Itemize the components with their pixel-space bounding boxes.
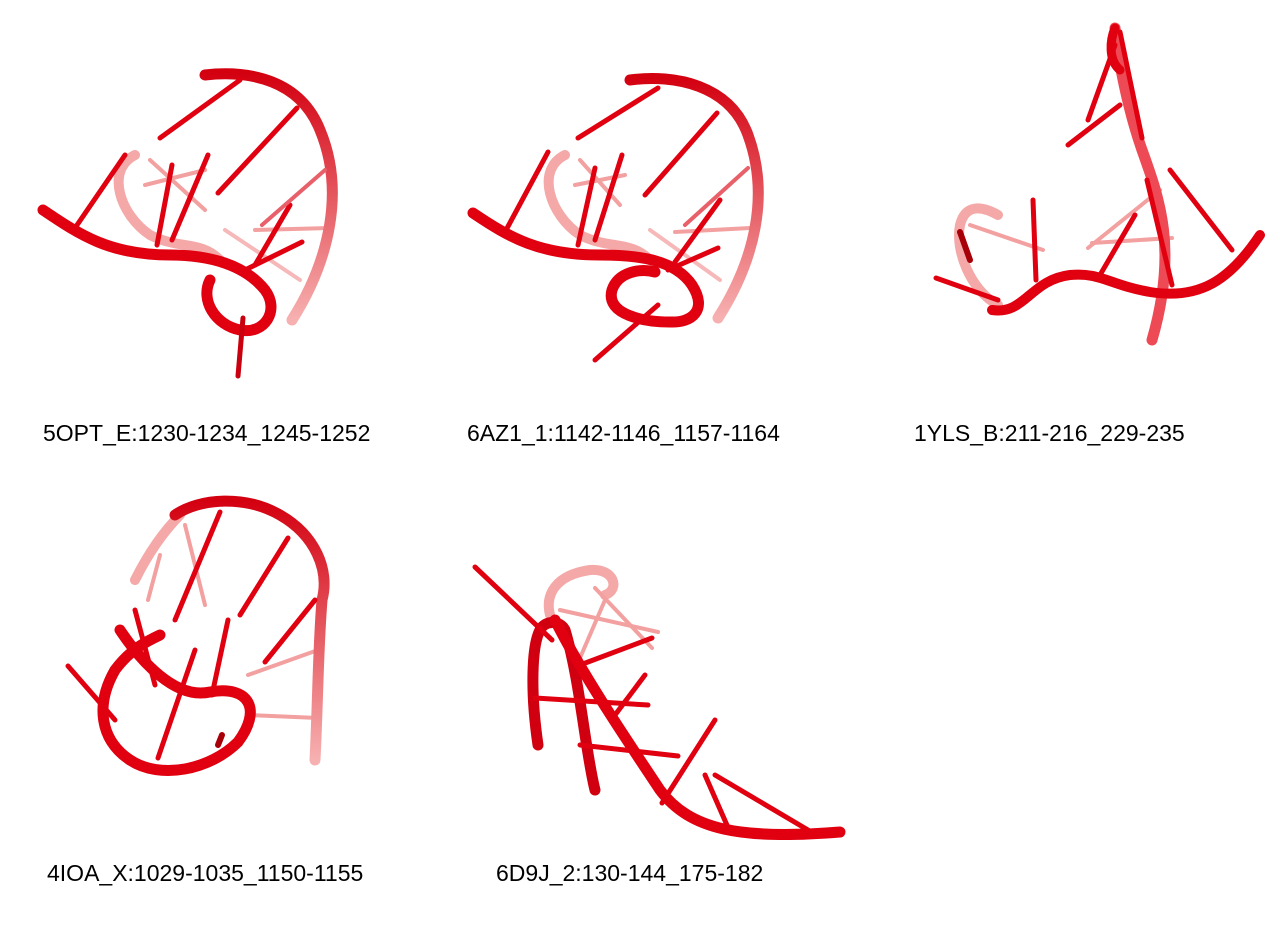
rna-structure-render-4 — [65, 495, 330, 776]
structure-panel-4: 4IOA_X:1029-1035_1150-1155 — [0, 470, 430, 910]
rna-structure-render-1 — [37, 68, 338, 379]
rna-structure-render-3 — [933, 22, 1265, 346]
structure-label-1: 5OPT_E:1230-1234_1245-1252 — [43, 420, 371, 446]
structure-panel-5: 6D9J_2:130-144_175-182 — [430, 470, 860, 910]
structure-panel-3: 1YLS_B:211-216_229-235 — [860, 0, 1280, 460]
structure-panel-2: 6AZ1_1:1142-1146_1157-1164 — [430, 0, 860, 460]
structure-label-3: 1YLS_B:211-216_229-235 — [914, 420, 1185, 446]
structure-label-4: 4IOA_X:1029-1035_1150-1155 — [47, 860, 364, 886]
structure-label-5: 6D9J_2:130-144_175-182 — [496, 860, 764, 886]
structure-panel-1: 5OPT_E:1230-1234_1245-1252 — [0, 0, 430, 460]
structure-label-2: 6AZ1_1:1142-1146_1157-1164 — [467, 420, 780, 446]
rna-structure-render-2 — [467, 73, 764, 363]
rna-structure-render-5 — [472, 564, 846, 841]
